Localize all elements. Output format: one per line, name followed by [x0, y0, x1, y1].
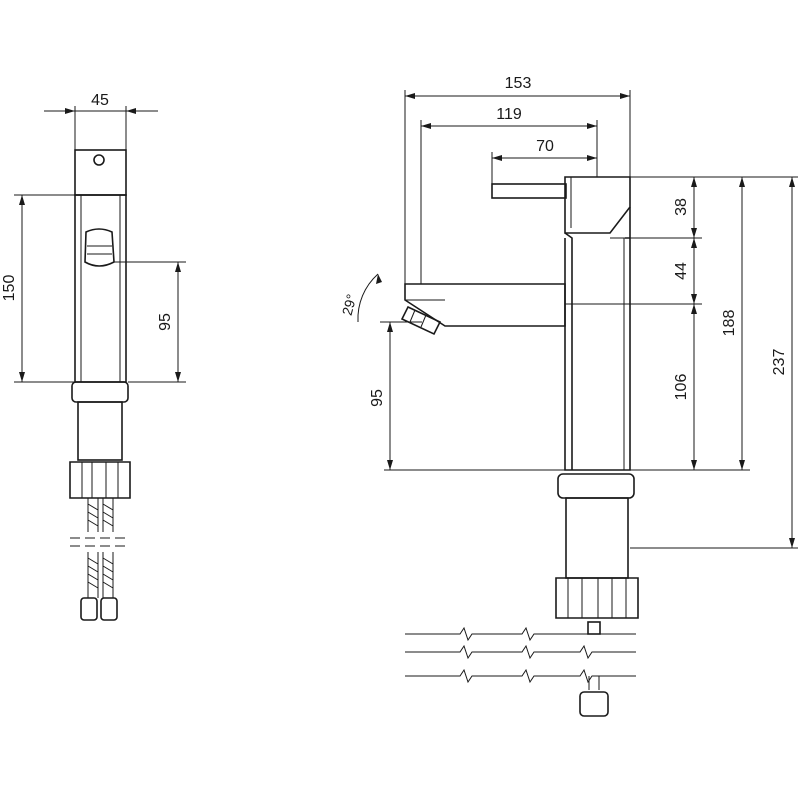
side-shank [77, 401, 123, 461]
front-shank [565, 497, 629, 579]
dim-front-body-height: 188 [721, 177, 745, 470]
side-mounting-nut [69, 461, 131, 499]
dim-front-mid: 44 [673, 238, 697, 304]
dim-side-height-label: 150 [1, 275, 18, 302]
dim-front-lower: 106 [673, 304, 697, 470]
dim-front-lower-label: 106 [673, 374, 690, 401]
side-hose-nut-left [80, 597, 98, 621]
front-mounting-nut [555, 577, 639, 619]
dim-front-total-reach-label: 153 [505, 75, 532, 92]
dim-front-spout-reach-label: 119 [496, 106, 522, 123]
front-break-lines [405, 626, 636, 684]
dim-side-width-label: 45 [91, 92, 109, 109]
dim-side-height: 150 [1, 194, 75, 383]
side-aerator [84, 228, 115, 267]
dim-front-outlet-height: 95 [369, 322, 565, 471]
dim-front-spout-reach: 119 [421, 106, 597, 129]
front-connector [587, 621, 601, 635]
front-view: 153 119 70 38 [339, 75, 798, 717]
dim-front-total-height: 237 [771, 177, 795, 548]
dim-front-outlet-label: 95 [369, 389, 386, 407]
front-faucet-head [564, 176, 631, 234]
side-lever-handle [74, 149, 127, 196]
front-spout [404, 283, 566, 327]
dim-front-total-height-label: 237 [771, 349, 788, 376]
side-hose-nut-right [100, 597, 118, 621]
side-base-ring [71, 381, 129, 403]
dim-side-outlet-label: 95 [157, 313, 174, 331]
side-faucet-body [74, 194, 127, 383]
side-lever-hole [93, 154, 105, 166]
side-view: 45 150 95 [1, 92, 186, 621]
dim-front-lever-reach: 70 [492, 138, 597, 161]
front-faucet-body [564, 207, 631, 471]
dim-side-outlet-height: 95 [114, 261, 186, 383]
dim-front-lever-reach-label: 70 [536, 138, 554, 155]
side-flexible-hoses [70, 498, 130, 598]
dim-front-angle-label: 29° [339, 292, 360, 317]
front-aerator [400, 305, 442, 336]
dim-front-body-height-label: 188 [721, 310, 738, 337]
dim-front-mid-label: 44 [673, 262, 690, 280]
dim-front-angle: 29° [339, 273, 422, 323]
dim-front-total-reach: 153 [405, 75, 630, 99]
front-lever-handle [491, 183, 567, 199]
dim-front-head: 38 [673, 177, 697, 238]
front-base-ring [557, 473, 635, 499]
dim-front-head-label: 38 [673, 198, 690, 216]
front-hose-nut [579, 691, 609, 717]
dim-side-width: 45 [44, 92, 158, 150]
